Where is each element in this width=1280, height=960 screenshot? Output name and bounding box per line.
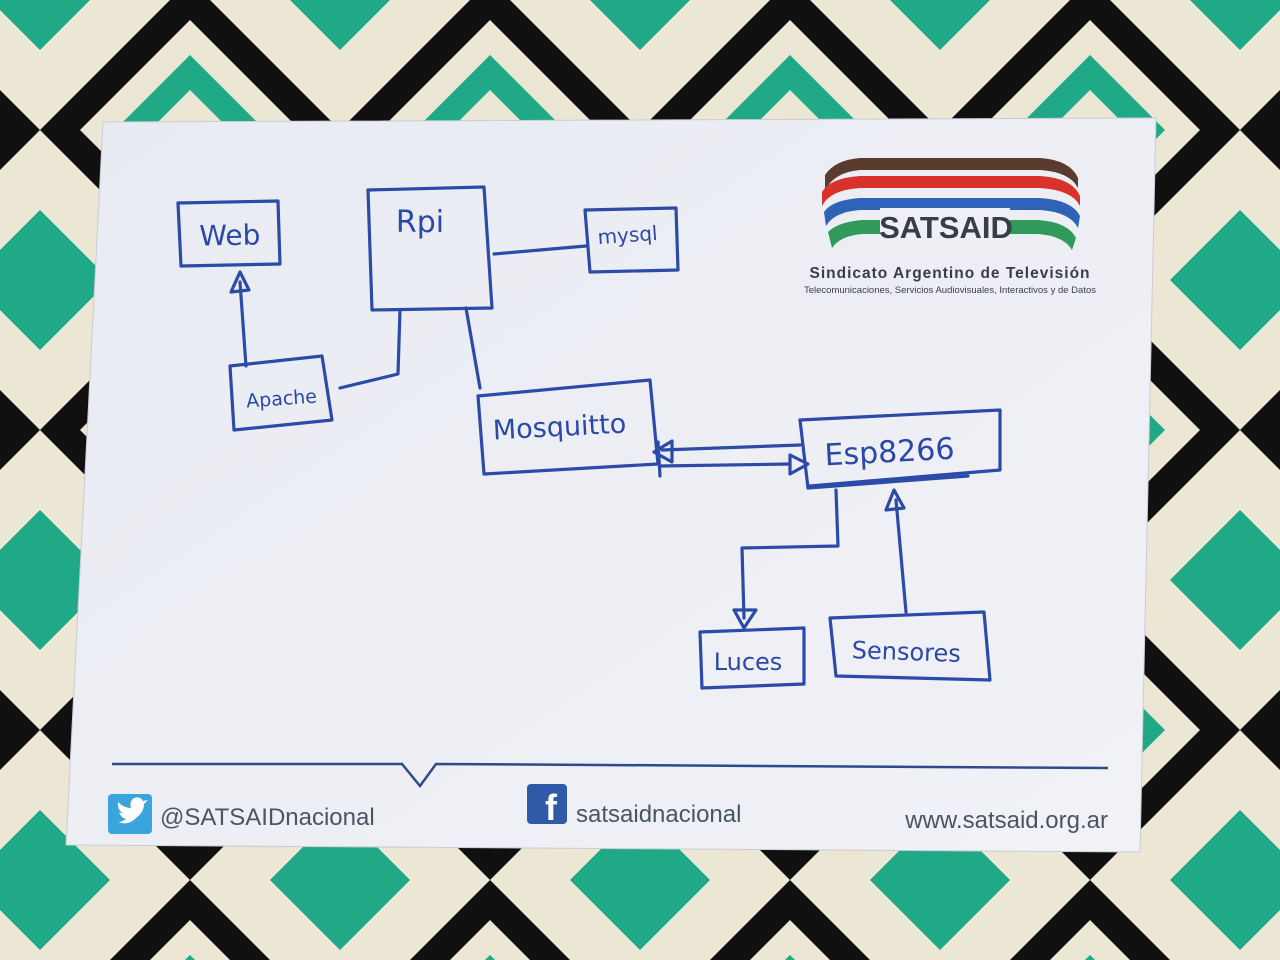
node-mysql-label: mysql [597, 221, 659, 249]
edge-rpi-mosquitto [464, 306, 482, 390]
website-url[interactable]: www.satsaid.org.ar [904, 807, 1108, 834]
node-rpi-label: Rpi [396, 205, 444, 240]
paper-sheet [65, 117, 1157, 853]
node-mosquitto-label: Mosquitto [492, 409, 627, 447]
twitter-bird-icon [108, 794, 152, 834]
edge-mosquitto-esp [658, 453, 810, 476]
facebook-f-icon: f [527, 784, 567, 828]
edge-esp-luces [732, 488, 840, 630]
edge-apache-web [229, 270, 251, 368]
node-sensores: Sensores [828, 610, 992, 682]
node-web-label: Web [199, 218, 261, 252]
node-mysql: mysql [583, 206, 680, 274]
edge-sensores-esp [884, 488, 908, 614]
node-rpi: Rpi [366, 185, 494, 312]
node-esp8266: Esp8266 [798, 408, 1002, 490]
logo-subtitle: Sindicato Argentino de Televisión [809, 265, 1090, 282]
twitter-handle[interactable]: @SATSAIDnacional [160, 804, 375, 831]
svg-text:f: f [545, 787, 558, 828]
node-web: Web [176, 199, 282, 268]
node-luces: Luces [698, 626, 806, 690]
edge-apache-rpi [338, 308, 402, 390]
node-apache: Apache [228, 354, 334, 432]
node-sensores-label: Sensores [851, 636, 961, 668]
node-luces-label: Luces [714, 648, 783, 676]
edge-rpi-mysql [492, 244, 588, 256]
facebook-handle[interactable]: satsaidnacional [576, 801, 741, 828]
footer-divider [112, 762, 1109, 789]
hand-drawn-diagram: Web Rpi mysql Apache Mosquitto Esp8266 [176, 185, 1002, 690]
satsaid-logo: SATSAID Sindicato Argentino de Televisió… [804, 158, 1096, 296]
logo-wordmark: SATSAID [879, 210, 1013, 245]
node-esp8266-label: Esp8266 [824, 432, 956, 474]
footer: @SATSAIDnacional f satsaidnacional www.s… [108, 762, 1109, 834]
edge-esp-mosquitto [652, 439, 802, 478]
logo-tagline: Telecomunicaciones, Servicios Audiovisua… [804, 285, 1096, 296]
node-apache-label: Apache [245, 386, 317, 413]
